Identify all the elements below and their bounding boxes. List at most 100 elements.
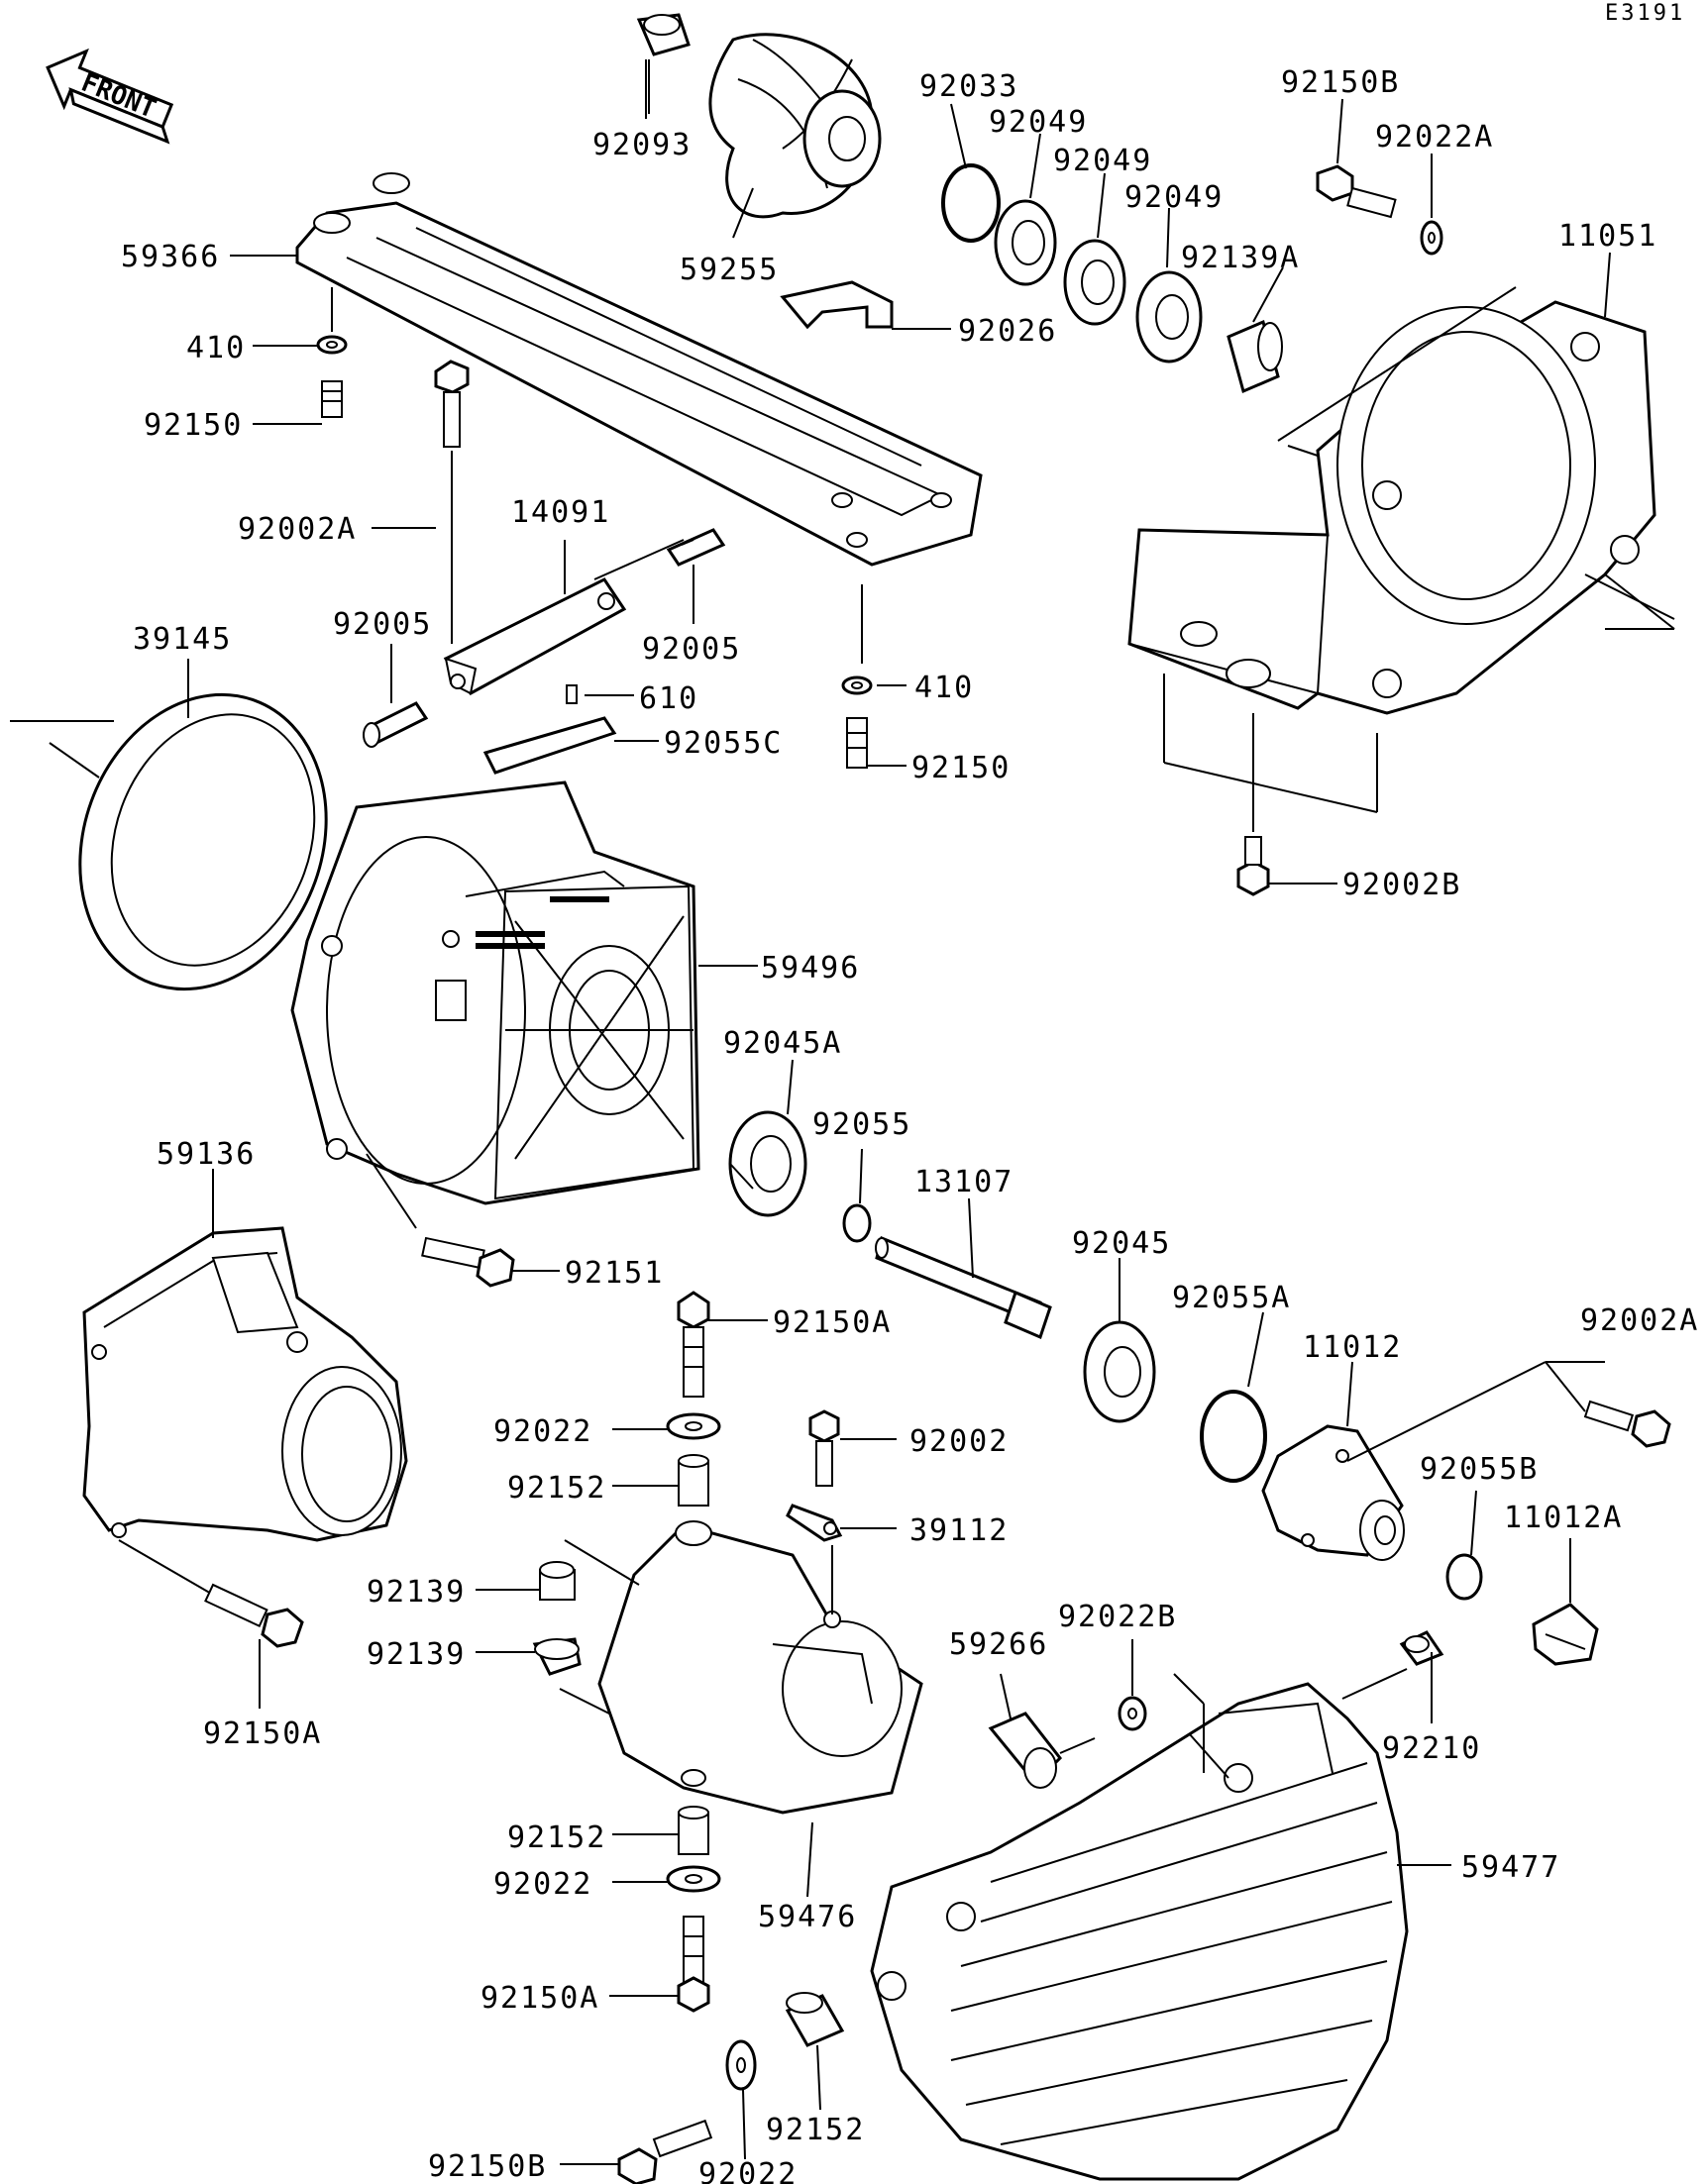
label-11012A: 11012A — [1504, 1501, 1623, 1535]
label-92002: 92002 — [909, 1424, 1009, 1459]
cap-92093-part — [636, 13, 691, 114]
washer-410-top — [316, 335, 348, 355]
bolt-92002-part — [808, 1409, 840, 1487]
leader-lines — [187, 59, 1611, 2165]
fitting-92005-right — [666, 528, 726, 567]
housing-11051-part — [1127, 286, 1675, 715]
gasket-92055C-part — [482, 716, 617, 775]
cap-11012A-part — [1532, 1603, 1599, 1666]
collar-92139-a — [539, 1561, 576, 1601]
diagram-code: E3191 — [1605, 1, 1685, 26]
label-92055: 92055 — [812, 1107, 911, 1142]
bolt-92002B-part — [1163, 674, 1378, 896]
label-92002A-right: 92002A — [1580, 1303, 1699, 1338]
collar-92152-a — [678, 1454, 709, 1507]
sensor-14091-part — [443, 539, 685, 695]
bolt-92151-part — [421, 1236, 515, 1288]
label-410-top: 410 — [186, 331, 246, 365]
fitting-59266-part — [988, 1712, 1096, 1789]
bolt-92002A-right — [1583, 1400, 1671, 1448]
label-92049-b: 92049 — [1053, 144, 1152, 178]
label-92045: 92045 — [1072, 1226, 1171, 1261]
bolt-92150A-left — [204, 1583, 304, 1648]
label-92150B-bottom: 92150B — [428, 2149, 547, 2184]
bolt-92150B-bottom — [617, 2119, 713, 2184]
label-92055C: 92055C — [664, 726, 783, 761]
bolt-92150B-top — [1316, 164, 1397, 219]
label-92150-mid: 92150 — [911, 751, 1011, 785]
label-92139-b: 92139 — [367, 1637, 466, 1672]
label-92150-top: 92150 — [144, 408, 243, 443]
bracket-92026-part — [780, 280, 894, 330]
label-92005-left: 92005 — [333, 607, 432, 642]
bearing-92049-c — [1135, 270, 1203, 364]
label-92026: 92026 — [958, 314, 1057, 349]
label-13107: 13107 — [914, 1165, 1014, 1199]
cone-11012-part — [1261, 1361, 1586, 1561]
pin-610-part — [566, 684, 578, 704]
label-39112: 39112 — [909, 1513, 1009, 1548]
bolt-92150A-mid — [677, 1291, 710, 1398]
label-92150B-top: 92150B — [1281, 65, 1400, 100]
label-92022-c: 92022 — [698, 2157, 798, 2184]
lever-39112-part — [786, 1504, 843, 1542]
reverse-bucket-59477-part — [870, 1668, 1409, 2181]
label-410-mid: 410 — [914, 671, 974, 705]
circlip-92033-part — [941, 163, 1001, 243]
label-11051: 11051 — [1558, 219, 1657, 254]
label-59136: 59136 — [157, 1137, 256, 1172]
label-59266: 59266 — [949, 1627, 1048, 1662]
nozzle-59136-part — [82, 1226, 408, 1596]
pump-case-59496-part — [290, 780, 700, 1229]
label-92151: 92151 — [565, 1256, 664, 1291]
label-59476: 59476 — [758, 1900, 857, 1934]
seal-ring-39145-part — [10, 692, 328, 991]
label-92002B: 92002B — [1342, 868, 1461, 902]
label-92022-a: 92022 — [493, 1414, 592, 1449]
label-92150A-mid: 92150A — [773, 1305, 892, 1340]
label-92055B: 92055B — [1420, 1452, 1539, 1487]
label-59477: 59477 — [1461, 1850, 1560, 1885]
oring-92055A-part — [1200, 1390, 1267, 1483]
bolt-92150A-bottom — [677, 1916, 710, 2013]
fitting-92005-left — [363, 701, 429, 748]
label-92033: 92033 — [919, 69, 1018, 104]
label-92150A-left: 92150A — [203, 1716, 322, 1751]
washer-92022A-top — [1420, 220, 1443, 256]
label-92002A-top: 92002A — [238, 512, 357, 547]
label-92139A: 92139A — [1181, 241, 1300, 275]
label-14091: 14091 — [511, 495, 610, 530]
washer-92022-a — [666, 1412, 721, 1440]
washer-92022-b — [666, 1865, 721, 1893]
label-92022A-top: 92022A — [1375, 120, 1494, 155]
oring-92055-part — [842, 1203, 872, 1243]
label-92152-b: 92152 — [507, 1820, 606, 1855]
collar-92139-b — [532, 1637, 582, 1676]
bolt-92002A-top — [434, 360, 470, 644]
bolt-92150-mid — [846, 717, 868, 769]
washer-92022-c — [725, 2039, 757, 2091]
label-39145: 39145 — [133, 622, 232, 657]
oring-92055B-part — [1445, 1553, 1483, 1601]
washer-410-mid — [841, 584, 873, 695]
label-92210: 92210 — [1382, 1731, 1481, 1766]
label-92150A-bottom: 92150A — [480, 1981, 599, 2016]
bearing-92049-a — [994, 199, 1057, 286]
label-92022B: 92022B — [1058, 1600, 1177, 1634]
label-59255: 59255 — [680, 253, 779, 287]
case-marking-dots — [476, 896, 609, 949]
bearing-92045A-part — [728, 1110, 807, 1217]
bucket-59476-part — [559, 1520, 923, 1815]
label-610: 610 — [639, 681, 698, 716]
bearing-92049-b — [1063, 239, 1126, 326]
label-92055A: 92055A — [1172, 1281, 1291, 1315]
label-92139-a: 92139 — [367, 1575, 466, 1610]
impeller-part — [708, 33, 882, 219]
label-92152-a: 92152 — [507, 1471, 606, 1506]
pin-92210-part — [1399, 1630, 1444, 1666]
label-59496: 59496 — [761, 951, 860, 986]
plate-59366-part — [295, 172, 983, 567]
label-92045A: 92045A — [723, 1026, 842, 1061]
part-number-labels: 92093 92033 92049 92049 92049 92139A 921… — [121, 65, 1699, 2184]
